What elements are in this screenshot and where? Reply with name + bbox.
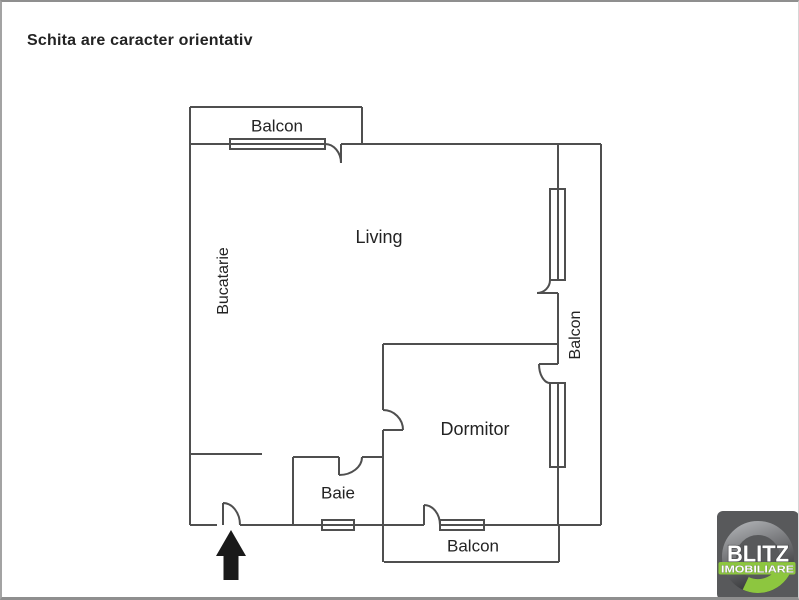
room-label-balcon-bottom: Balcon <box>447 536 499 556</box>
blitz-logo-graphic: BLITZ IMOBILIARE <box>717 511 798 597</box>
room-label-baie: Baie <box>320 483 356 503</box>
windows <box>229 138 566 531</box>
window-living-right <box>549 188 566 281</box>
window-baie <box>321 519 355 531</box>
door-balcon-top <box>324 143 342 164</box>
blitz-logo: BLITZ IMOBILIARE <box>717 511 798 597</box>
disclaimer-text: Schita are caracter orientativ <box>27 32 253 49</box>
logo-tagline-text: IMOBILIARE <box>721 564 794 576</box>
room-label-balcon-top: Balcon <box>251 116 303 136</box>
room-label-balcon-right: Balcon <box>567 310 584 360</box>
door-living-balcon-right <box>536 279 558 294</box>
door-entrance <box>222 502 241 526</box>
door-balcon-bottom <box>423 504 441 526</box>
door-dormitor <box>382 409 404 431</box>
room-label-bucatarie: Bucatarie <box>215 247 232 315</box>
entrance-arrow-icon <box>216 530 246 580</box>
door-baie <box>338 456 363 476</box>
walls <box>189 106 602 563</box>
room-label-living: Living <box>355 227 403 247</box>
doors <box>222 143 558 526</box>
door-dormitor-balcon-right <box>538 363 558 384</box>
room-label-dormitor: Dormitor <box>440 419 510 439</box>
logo-tagline-band <box>718 562 796 575</box>
window-dormitor-right <box>549 382 566 468</box>
logo-brand-text: BLITZ <box>727 541 789 567</box>
